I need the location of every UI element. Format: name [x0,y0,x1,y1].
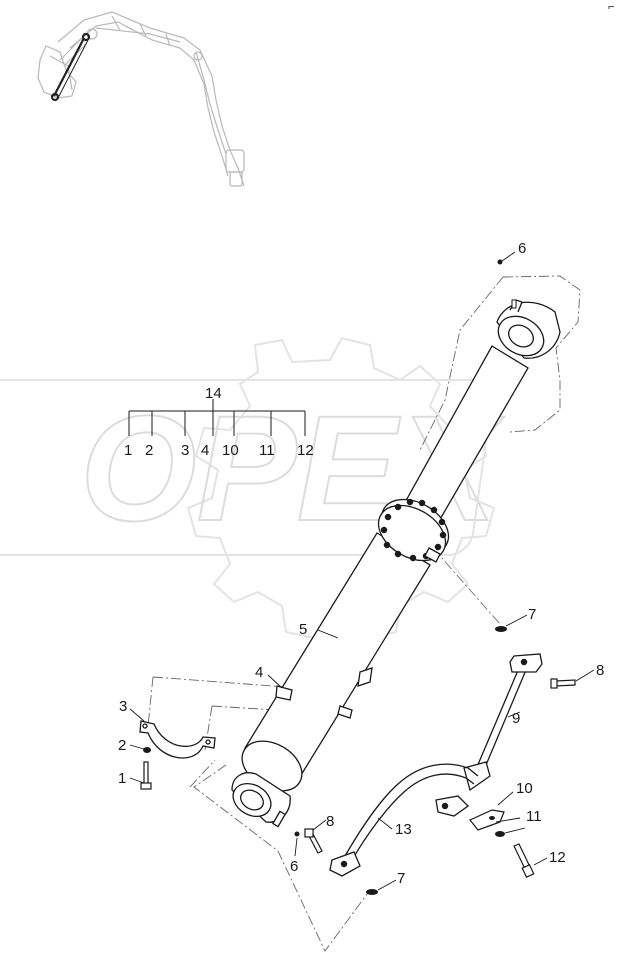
callout-2-part: 2 [118,737,126,754]
callout-5: 5 [299,621,307,638]
watermark-plate [0,379,493,556]
callout-12-tree: 12 [297,442,314,459]
callout-1-part: 1 [118,770,126,787]
bracket-part-10 [469,809,505,831]
cylinder-head-flange [377,498,450,562]
callout-2-tree: 2 [145,442,153,459]
bolt-part-12 [513,843,535,879]
callout-4-tree: 4 [201,442,209,459]
callout-8-lower: 8 [326,813,334,830]
o-ring-mid [495,831,505,837]
callout-10-part: 10 [516,780,533,797]
washer-part-11 [489,816,495,820]
excavator-locator-thumbnail [37,11,245,187]
callout-11-tree: 11 [259,442,275,459]
callout-numbers: 14 1 2 3 4 10 11 12 6 5 4 3 2 1 7 8 9 10… [118,240,604,887]
callout-11-part: 11 [526,808,542,825]
o-ring-upper [495,626,507,632]
bom-tree [128,399,306,436]
assembly-guide-lines [147,275,581,952]
o-ring-lower [366,889,378,895]
corner-mark: ⌐ [608,1,614,13]
callout-13: 13 [395,821,412,838]
pipe-clamp [139,720,216,759]
callout-1-tree: 1 [124,442,132,459]
callout-9: 9 [512,710,520,727]
callout-6-top: 6 [518,240,526,257]
grease-nipple-top [497,259,517,309]
callout-8-upper: 8 [596,662,604,679]
barrel-lug-right [357,667,373,687]
callout-3-part: 3 [119,698,127,715]
bolt-part-8-upper [550,678,576,689]
pipe-part-13 [329,763,479,877]
leader-lines [129,251,595,891]
barrel-lug-lower [337,705,353,719]
callout-14: 14 [205,385,222,402]
pipe-part-9 [435,653,543,817]
callout-10-tree: 10 [222,442,239,459]
hydraulic-cylinder [231,299,561,828]
callout-4-part: 4 [255,664,263,681]
grease-nipple-bottom [294,831,300,837]
callout-12-part: 12 [549,849,566,866]
callout-6-lower: 6 [290,858,298,875]
barrel-lug-upper [275,685,293,701]
bolt-part-1 [140,761,152,790]
callout-3-tree: 3 [181,442,189,459]
cylinder-bottom-eye [231,740,303,828]
bolt-part-8-lower [304,828,323,854]
washer-part-2 [143,747,151,753]
rod-eye [496,299,561,359]
callout-7-upper: 7 [528,606,536,623]
callout-7-lower: 7 [397,870,405,887]
highlighted-cylinder-thumbnail [50,32,91,102]
